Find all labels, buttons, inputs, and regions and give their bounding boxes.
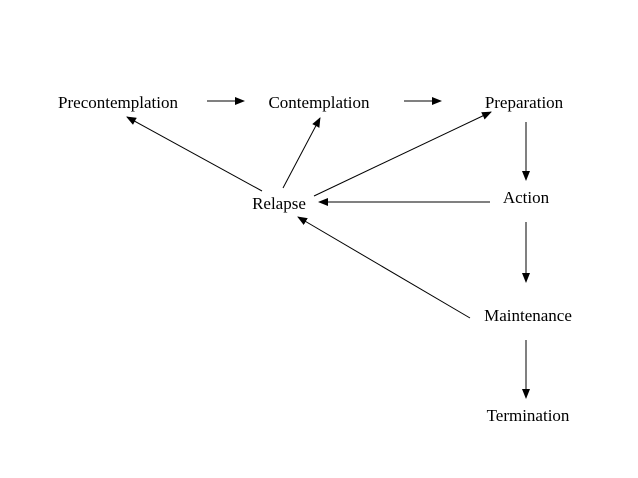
arrow-relapse-to-contemplation — [282, 117, 321, 189]
arrow-maintenance-to-relapse — [297, 216, 471, 319]
node-preparation: Preparation — [485, 93, 564, 112]
edges — [126, 97, 530, 399]
node-maintenance: Maintenance — [484, 306, 572, 325]
arrow-relapse-to-preparation — [313, 111, 492, 197]
node-relapse: Relapse — [252, 194, 306, 213]
node-termination: Termination — [487, 406, 570, 425]
node-precontemplation: Precontemplation — [58, 93, 178, 112]
nodes: Precontemplation Contemplation Preparati… — [58, 93, 572, 425]
arrow-line — [282, 117, 321, 189]
node-action: Action — [503, 188, 550, 207]
arrow-relapse-to-precontemplation — [126, 116, 263, 192]
arrow-line — [126, 116, 263, 192]
arrow-line — [313, 111, 492, 197]
arrow-line — [297, 216, 471, 319]
node-contemplation: Contemplation — [268, 93, 370, 112]
